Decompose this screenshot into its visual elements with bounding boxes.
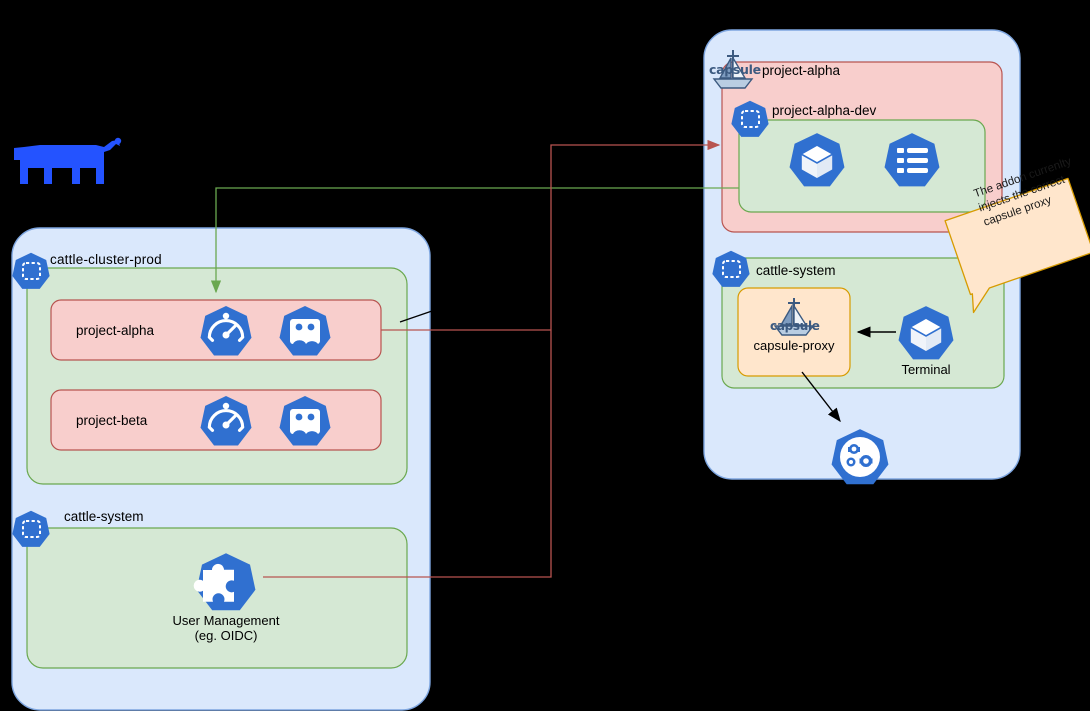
rbac-users-icon-project-beta bbox=[279, 396, 331, 446]
namespace-icon-cattle-cluster-prod bbox=[12, 252, 50, 289]
namespace-icon-left-cattle-system bbox=[12, 510, 50, 547]
connector-proxy-to-apiserver bbox=[801, 371, 841, 423]
namespace-icon-project-alpha-dev bbox=[731, 100, 769, 137]
capsule-logo-top bbox=[712, 50, 754, 89]
connector-black-callout-stub bbox=[399, 310, 433, 323]
project-alpha-dev-label: project-alpha-dev bbox=[772, 103, 877, 118]
left-cattle-system-label: cattle-system bbox=[64, 509, 144, 524]
pod-box-icon-terminal bbox=[898, 306, 954, 360]
connector-red-user-management bbox=[263, 139, 721, 578]
capsule-proxy-label: capsule-proxy bbox=[753, 338, 835, 353]
pod-box-icon-project-alpha-dev bbox=[789, 133, 845, 187]
kube-apiserver-gears-icon bbox=[831, 429, 889, 485]
resource-quota-icon-project-beta bbox=[200, 396, 252, 446]
terminal-label: Terminal bbox=[901, 362, 951, 377]
annotation-note bbox=[944, 177, 1090, 314]
puzzle-piece-icon-user-management bbox=[193, 553, 256, 611]
capsule-logo-word-top: capsule bbox=[709, 62, 761, 77]
left-cluster-title: cattle-cluster-prod bbox=[50, 252, 162, 267]
user-management-label-line1: User Management bbox=[172, 613, 280, 628]
resource-quota-icon-project-alpha bbox=[200, 306, 252, 356]
user-management-label-line2: (eg. OIDC) bbox=[194, 628, 258, 643]
connector-green-namespace-sync bbox=[210, 187, 739, 294]
right-project-alpha-label: project-alpha bbox=[762, 63, 841, 78]
namespace-icon-right-cattle-system bbox=[712, 250, 750, 287]
capsule-logo-word-proxy: capsule bbox=[770, 319, 820, 333]
project-beta-label-left: project-beta bbox=[76, 413, 148, 428]
right-cattle-system-label: cattle-system bbox=[756, 263, 836, 278]
configmap-list-icon-project-alpha-dev bbox=[884, 133, 940, 187]
project-alpha-dev-box[interactable] bbox=[738, 119, 986, 213]
capsule-logo-proxy bbox=[773, 298, 815, 336]
project-alpha-label-left: project-alpha bbox=[76, 323, 155, 338]
rbac-users-icon-project-alpha bbox=[279, 306, 331, 356]
rancher-cow-logo bbox=[14, 137, 122, 184]
